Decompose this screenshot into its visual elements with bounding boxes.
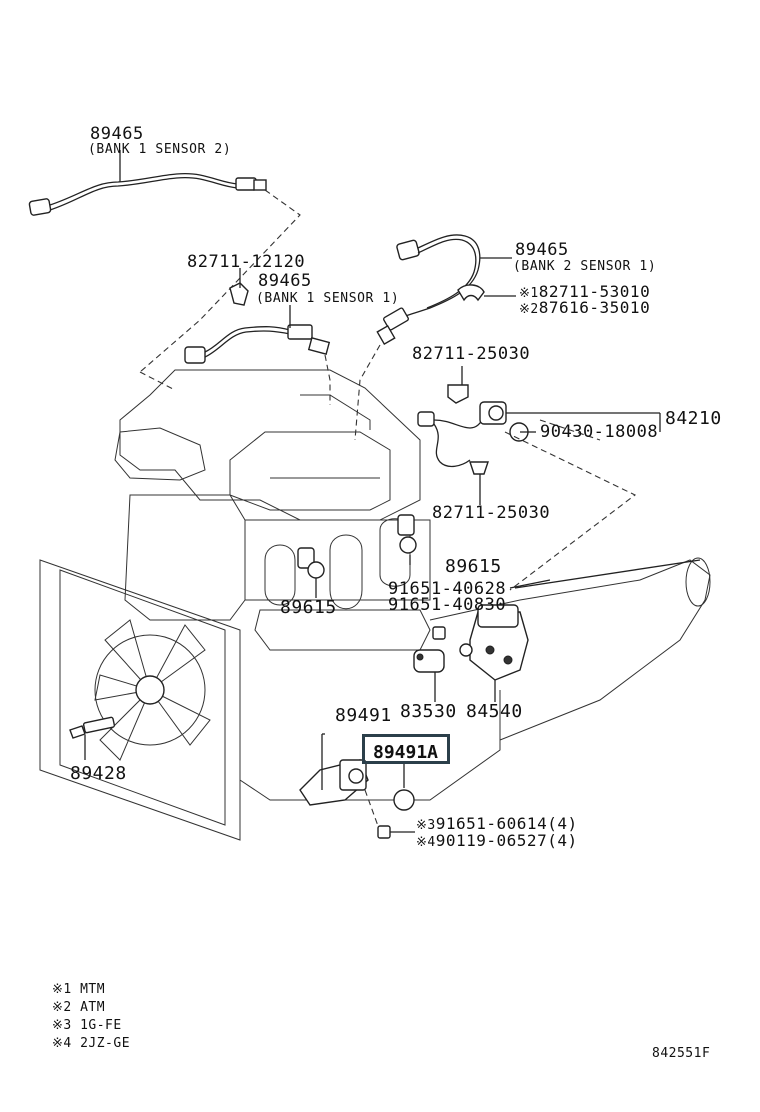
note-part-1-mark: ※1 xyxy=(519,286,539,301)
switch-84540-drawing xyxy=(459,604,529,702)
bolt-3-number: 91651-60614 xyxy=(435,814,548,833)
clamp-upper-right-part: 82711-25030 xyxy=(412,344,531,364)
bolt-2-part: 91651-40830 xyxy=(388,595,507,615)
engine-block-drawing xyxy=(39,369,711,841)
note-part-2-mark: ※2 xyxy=(519,302,539,317)
bolt-3-line: ※391651-60614(4) xyxy=(416,816,578,834)
sensor-bank1-s1-desc: (BANK 1 SENSOR 1) xyxy=(256,291,400,306)
knock-sensor-part: 84210 xyxy=(665,408,722,429)
sensor-89615-right-drawing xyxy=(397,514,417,565)
fan-sensor-part: 89428 xyxy=(70,763,127,784)
fan-sensor-drawing xyxy=(69,716,116,760)
sensor-left-part: 89615 xyxy=(280,597,337,618)
sensor-bank1-s1-part: 89465 xyxy=(258,271,312,291)
knock-sensor-drawing xyxy=(417,366,661,505)
sensor-bank2-s1-desc: (BANK 2 SENSOR 1) xyxy=(513,259,657,274)
oxygen-sensor-bank2-s1-drawing xyxy=(376,234,512,346)
bolt-4-number: 90119-06527 xyxy=(435,831,548,850)
note-part-2: ※287616-35010 xyxy=(519,300,650,318)
sensor-bank2-s1-part: 89465 xyxy=(515,240,569,260)
gasket-part: 90430-18008 xyxy=(540,422,659,442)
legend-item-2: ※2 ATM xyxy=(52,1000,106,1015)
bolt-drawing xyxy=(432,626,446,640)
figure-id: 842551F xyxy=(652,1046,711,1061)
crank-sensor-drawing xyxy=(299,733,415,839)
legend-item-3: ※3 1G-FE xyxy=(52,1018,122,1033)
crank-sensor-highlight-part: 89491A xyxy=(373,742,439,763)
switch-83530-drawing xyxy=(413,649,445,702)
bolt-4-mark: ※4 xyxy=(416,835,436,850)
oxygen-sensor-bank1-s2-drawing xyxy=(28,150,267,216)
bolt-1-part: 91651-40628 xyxy=(388,579,507,599)
sensor-right-part: 89615 xyxy=(445,556,502,577)
oxygen-sensor-bank1-s1-drawing xyxy=(184,268,331,364)
crank-sensor-part: 89491 xyxy=(335,705,392,726)
clamp-lower-right-part: 82711-25030 xyxy=(432,503,551,523)
note-part-1: ※182711-53010 xyxy=(519,284,650,302)
bolt-3-qty: (4) xyxy=(547,814,578,833)
note-part-2-number: 87616-35010 xyxy=(538,298,651,317)
bolt-4-qty: (4) xyxy=(547,831,578,850)
switch-83530-part: 83530 xyxy=(400,701,457,722)
clamp-top-part: 82711-12120 xyxy=(187,252,306,272)
sensor-bank1-s2-part: 89465 xyxy=(90,124,144,144)
sensor-89615-left-drawing xyxy=(297,547,325,598)
sensor-bank1-s2-desc: (BANK 1 SENSOR 2) xyxy=(88,142,232,157)
bolt-4-line: ※490119-06527(4) xyxy=(416,833,578,851)
crank-sensor-highlight-box[interactable]: 89491A xyxy=(362,734,450,764)
note-part-1-number: 82711-53010 xyxy=(538,282,651,301)
switch-84540-part: 84540 xyxy=(466,701,523,722)
bolt-3-mark: ※3 xyxy=(416,818,436,833)
legend-item-1: ※1 MTM xyxy=(52,982,106,997)
clip-drawing xyxy=(457,284,485,302)
legend-item-4: ※4 2JZ-GE xyxy=(52,1036,131,1051)
